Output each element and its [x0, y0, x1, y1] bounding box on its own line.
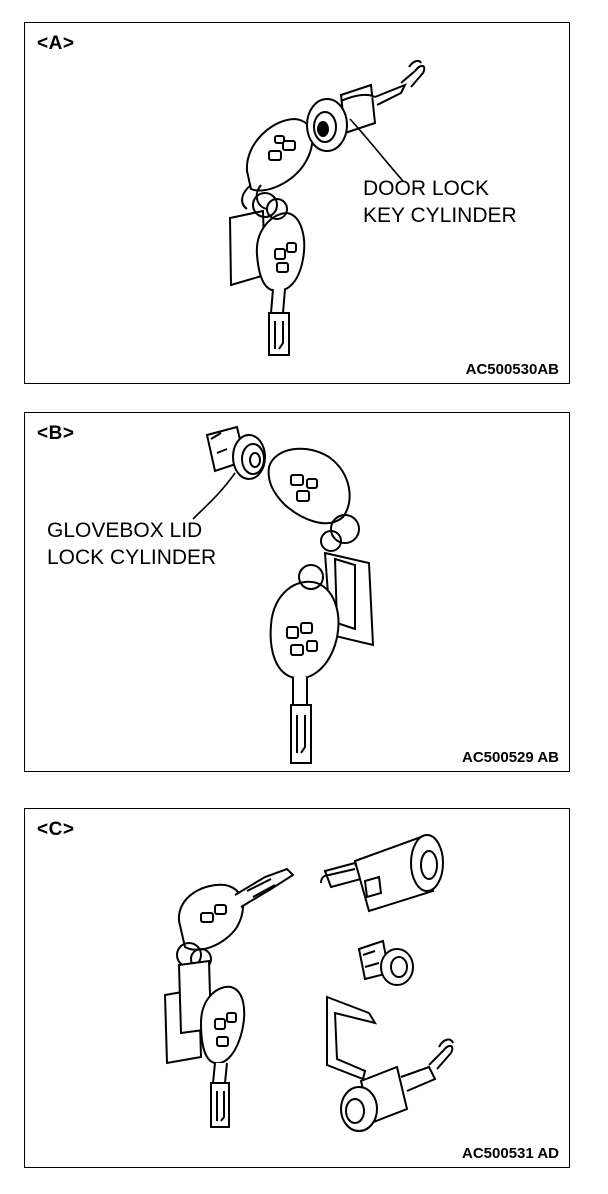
figure-code: AC500530AB — [465, 361, 559, 378]
glovebox-lock-cylinder-icon — [359, 941, 413, 985]
panel-label: <B> — [37, 423, 75, 444]
key-fob-icon — [201, 987, 244, 1127]
glovebox-lock-cylinder-icon — [207, 427, 265, 479]
key-set-illustration-c — [25, 809, 571, 1169]
key-fob-icon — [177, 869, 293, 969]
key-fob-icon — [242, 119, 312, 209]
callout-line: DOOR LOCK — [363, 177, 490, 200]
figure-code: AC500531 AD — [462, 1145, 559, 1162]
panel-a: <A> — [24, 22, 570, 384]
figure-code: AC500529 AB — [462, 749, 559, 766]
key-fob-icon — [271, 565, 339, 763]
door-lock-cylinder-icon — [307, 61, 424, 151]
retainer-clip-icon — [327, 997, 375, 1079]
callout-line: LOCK CYLINDER — [47, 546, 217, 569]
panel-label: <A> — [37, 33, 75, 54]
glovebox-lid-lock-cylinder-callout: GLOVEBOX LID LOCK CYLINDER — [47, 517, 216, 571]
panel-label: <C> — [37, 819, 75, 840]
callout-line: KEY CYLINDER — [363, 204, 517, 227]
door-lock-key-cylinder-callout: DOOR LOCK KEY CYLINDER — [363, 175, 517, 229]
key-set-illustration-b — [25, 413, 571, 773]
ignition-cylinder-icon — [321, 835, 443, 911]
key-fob-icon — [269, 449, 359, 551]
panel-b: <B> — [24, 412, 570, 772]
panel-c: <C> — [24, 808, 570, 1168]
key-set-illustration-a — [25, 23, 571, 385]
callout-line: GLOVEBOX LID — [47, 519, 203, 542]
key-fob-icon — [253, 193, 304, 355]
door-lock-cylinder-icon — [341, 1040, 453, 1131]
